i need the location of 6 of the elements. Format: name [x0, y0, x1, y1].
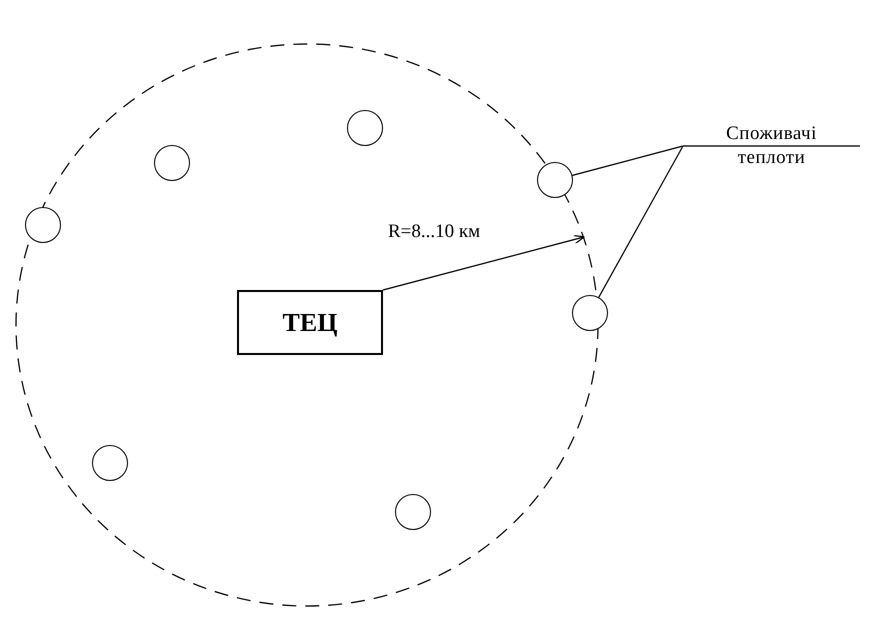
edge-label: R=8...10 км: [388, 220, 480, 244]
radius-arrow: [382, 234, 585, 291]
plant-box: ТЕЦ: [237, 290, 383, 355]
leader-line: [572, 145, 684, 176]
consumer-label: Споживачі теплоти: [683, 122, 860, 170]
leader-line: [598, 146, 684, 298]
